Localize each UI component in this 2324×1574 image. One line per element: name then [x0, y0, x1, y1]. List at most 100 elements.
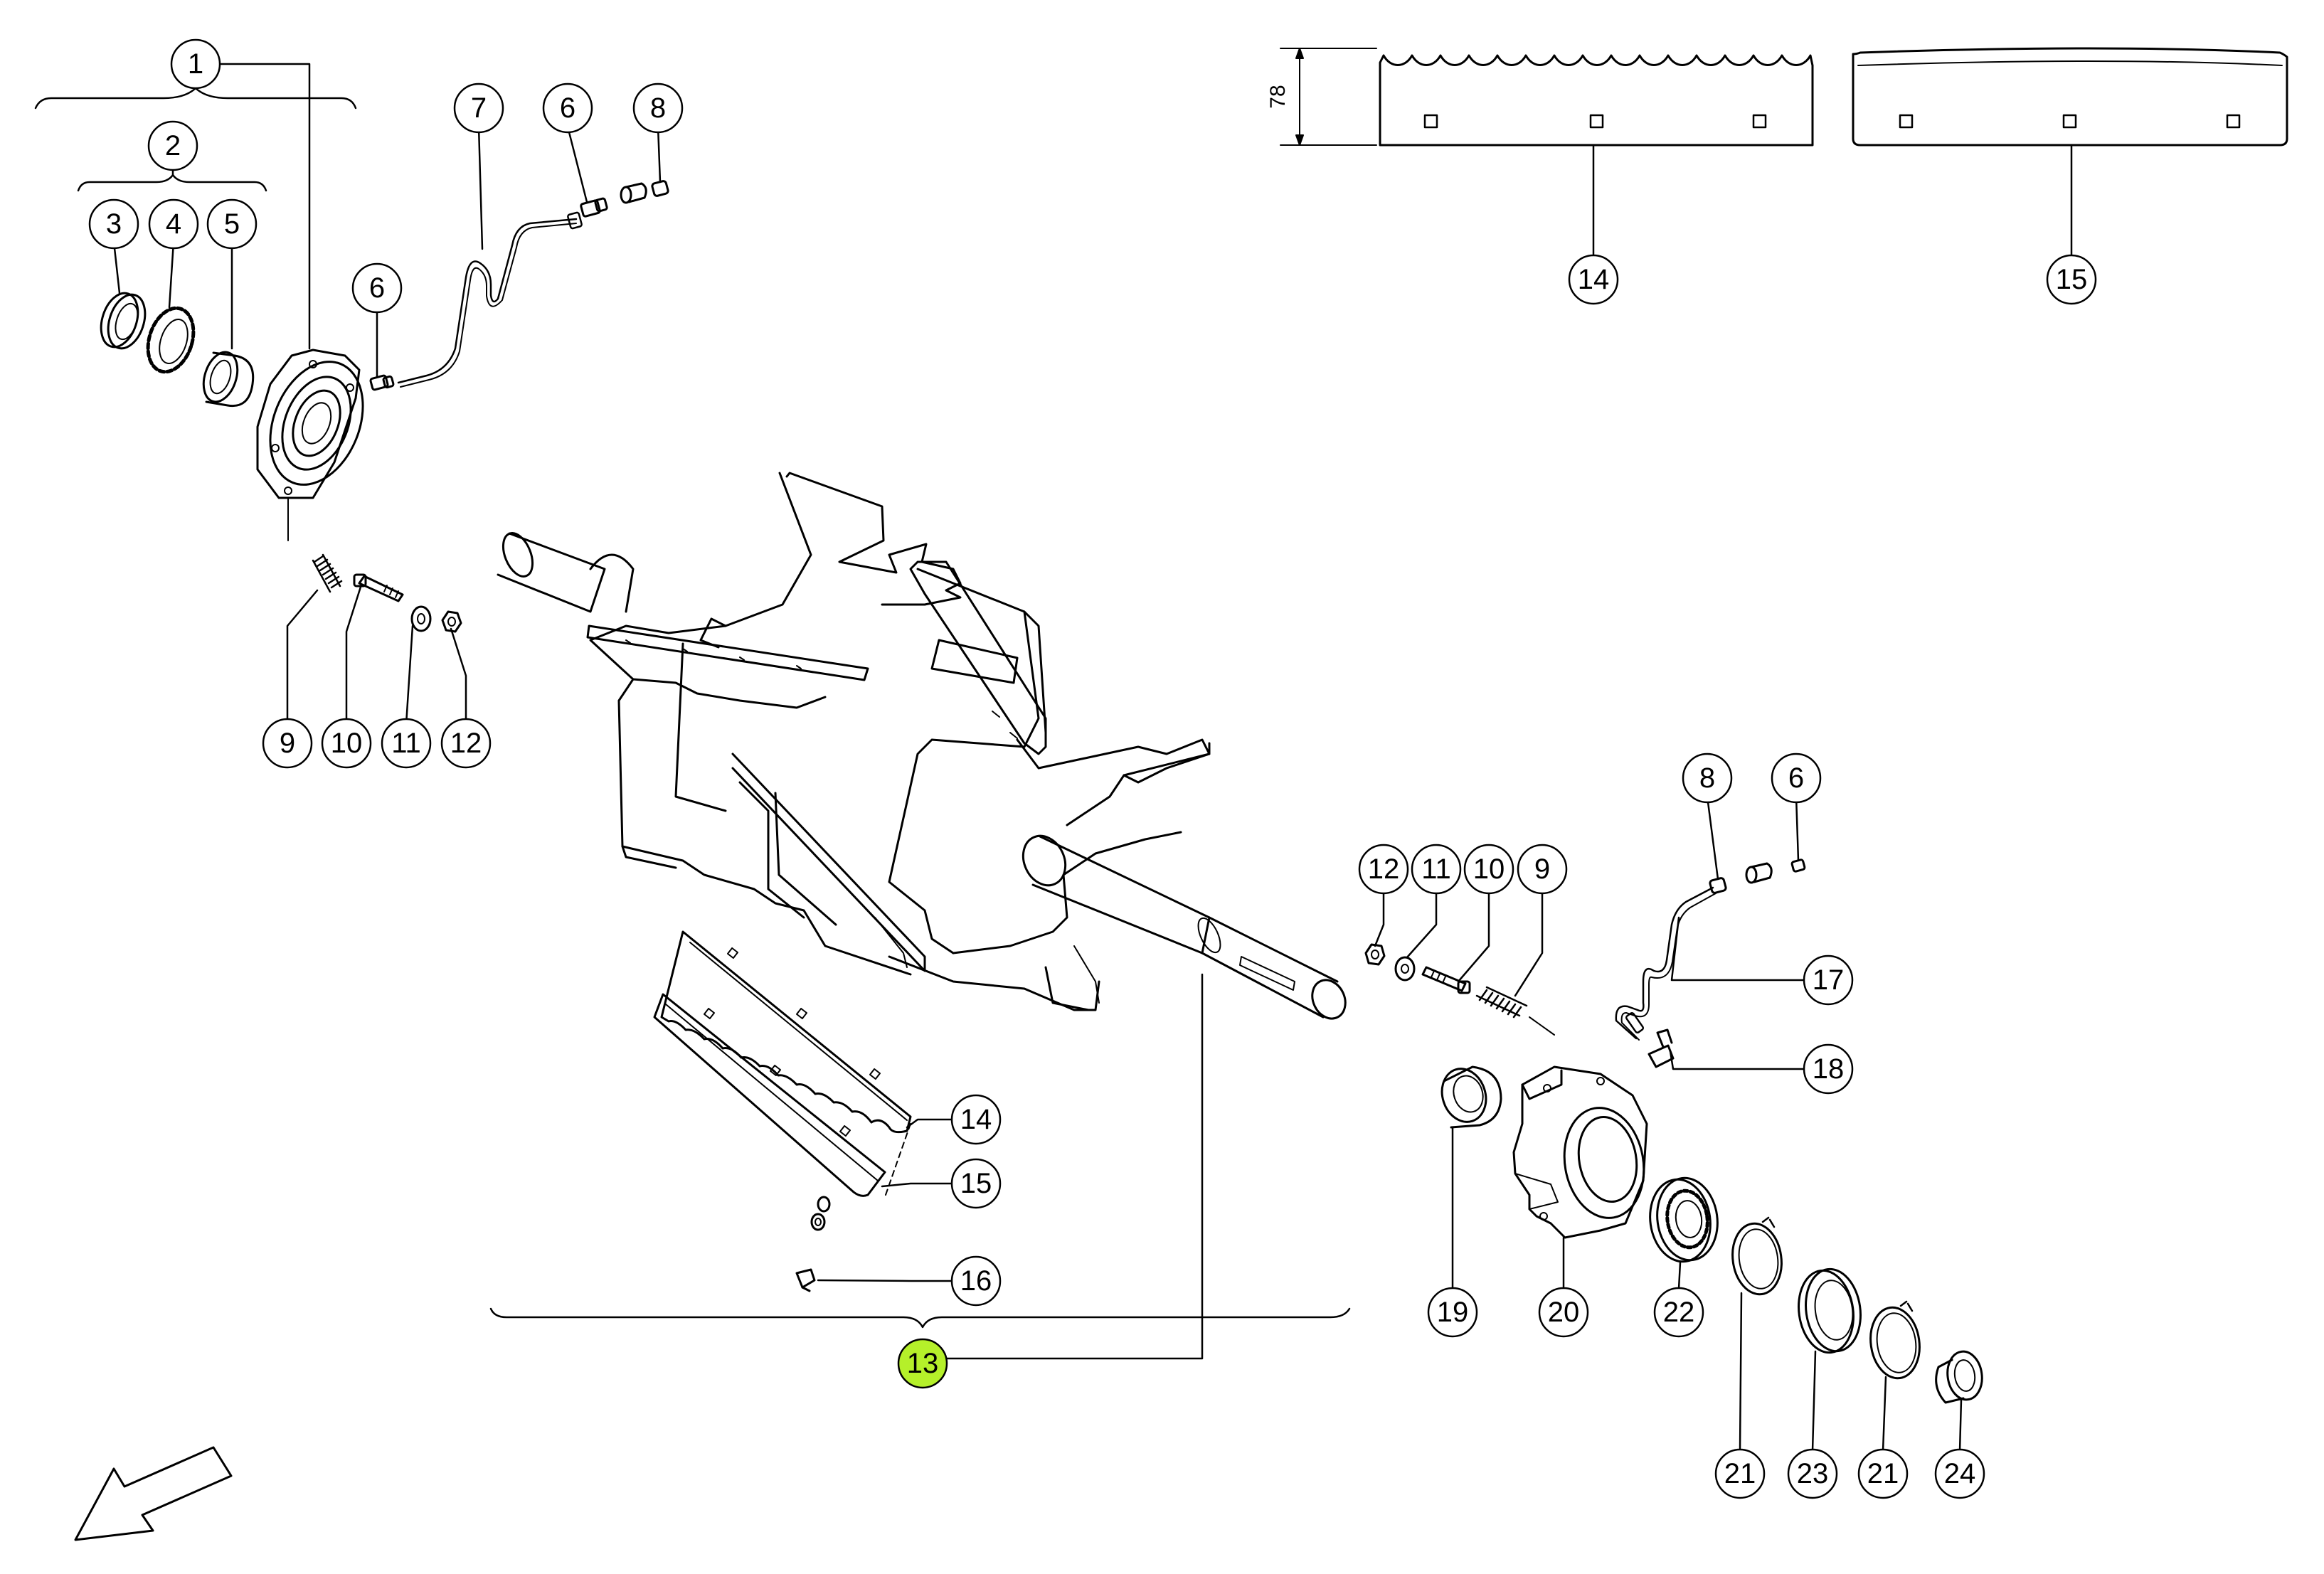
knife-holes — [703, 947, 881, 1137]
callout-11-right-label: 11 — [1421, 854, 1451, 885]
adapter-top — [620, 182, 647, 204]
callout-17[interactable] — [1803, 954, 1854, 1006]
callout-6-left[interactable] — [351, 262, 403, 314]
callout-11-left-label: 11 — [391, 728, 421, 759]
callout-21-right-label: 21 — [1867, 1458, 1899, 1489]
callout-2[interactable] — [147, 120, 198, 171]
callout-4-label: 4 — [166, 208, 181, 240]
callout-9-left[interactable] — [262, 718, 313, 769]
dimension-78: 78 — [1266, 48, 1377, 146]
grease-fitting-6-top — [580, 197, 608, 218]
spring-axis-line — [1529, 1016, 1555, 1036]
callout-6-left-label: 6 — [369, 272, 385, 304]
callout-14-rotor[interactable] — [950, 1094, 1002, 1145]
callout-5-label: 5 — [224, 208, 240, 240]
nut-ring-3 — [100, 292, 147, 350]
grease-nipple-8-top — [651, 180, 669, 197]
callout-8-right[interactable] — [1682, 753, 1733, 804]
group-bracket-13 — [489, 1307, 1351, 1329]
nut-12-right — [1364, 943, 1386, 966]
grease-line-7 — [397, 211, 583, 388]
grease-nipple-8-right — [1709, 877, 1727, 894]
callout-23-label: 23 — [1797, 1458, 1829, 1489]
bolt-16 — [795, 1196, 831, 1292]
grease-line-17 — [1615, 886, 1717, 1041]
callout-21-left-label: 21 — [1724, 1458, 1756, 1489]
callout-24[interactable] — [1934, 1448, 1985, 1499]
callout-15-rotor[interactable] — [950, 1158, 1002, 1209]
callout-20-label: 20 — [1548, 1297, 1580, 1328]
callout-11-left[interactable] — [381, 718, 432, 769]
callout-14-top[interactable] — [1568, 254, 1619, 305]
callout-7-label: 7 — [471, 92, 487, 124]
callout-12-right-label: 12 — [1368, 854, 1400, 885]
callout-14-rotor-label: 14 — [960, 1104, 992, 1135]
group-brackets-1-2 — [34, 75, 357, 192]
callout-16[interactable] — [950, 1255, 1002, 1307]
callout-6-right[interactable] — [1771, 753, 1822, 804]
bushing-24 — [1935, 1350, 1983, 1404]
callout-10-right[interactable] — [1463, 844, 1514, 895]
callout-11-right[interactable] — [1411, 844, 1462, 895]
callout-12-left[interactable] — [440, 718, 492, 769]
callout-9-left-label: 9 — [280, 728, 295, 759]
callout-10-left-label: 10 — [331, 728, 363, 759]
bearing-housing-1 — [256, 349, 364, 499]
nut-12-left — [441, 610, 462, 633]
bearing-22 — [1649, 1176, 1719, 1263]
callout-23[interactable] — [1787, 1448, 1838, 1499]
leader-lines — [112, 63, 2073, 1452]
callout-9-right-label: 9 — [1534, 854, 1550, 885]
callout-18[interactable] — [1803, 1043, 1854, 1095]
spring-9-left — [312, 553, 343, 593]
callout-13[interactable] — [897, 1338, 948, 1389]
callout-5[interactable] — [206, 198, 258, 250]
bearing-housing-20 — [1512, 1065, 1648, 1239]
knife-15-detail — [1852, 47, 2288, 147]
callout-7[interactable] — [453, 83, 504, 134]
callout-18-label: 18 — [1813, 1053, 1845, 1085]
callout-22[interactable] — [1653, 1287, 1704, 1338]
direction-arrow-icon — [74, 1446, 233, 1541]
callout-17-label: 17 — [1813, 964, 1845, 996]
callout-19-label: 19 — [1437, 1297, 1469, 1328]
callout-3[interactable] — [88, 198, 139, 250]
callout-10-right-label: 10 — [1473, 854, 1505, 885]
bolt-10-right — [1421, 966, 1471, 994]
callout-10-left[interactable] — [321, 718, 372, 769]
callout-19[interactable] — [1427, 1287, 1478, 1338]
callout-6-top-label: 6 — [560, 92, 575, 124]
callout-14-top-label: 14 — [1578, 264, 1610, 295]
callout-6-top[interactable] — [542, 83, 593, 134]
callout-8-top[interactable] — [632, 83, 684, 134]
grease-fitting-6-left — [369, 374, 395, 391]
knife-dash-line — [885, 1123, 911, 1196]
rotor-drum-13 — [497, 472, 1347, 1020]
spring-9-right — [1475, 986, 1528, 1019]
seal-19 — [1440, 1065, 1502, 1129]
dimension-label: 78 — [1266, 85, 1290, 108]
callout-15-top-label: 15 — [2056, 264, 2088, 295]
callout-9-right[interactable] — [1517, 844, 1568, 895]
callout-24-label: 24 — [1944, 1458, 1976, 1489]
callout-20[interactable] — [1538, 1287, 1589, 1338]
circlip-21-left — [1731, 1216, 1783, 1296]
callout-8-top-label: 8 — [650, 92, 666, 124]
seal-ring-23 — [1798, 1267, 1862, 1354]
callout-4[interactable] — [148, 198, 199, 250]
callout-16-label: 16 — [960, 1265, 992, 1297]
callout-15-top[interactable] — [2046, 254, 2097, 305]
callout-12-right[interactable] — [1358, 844, 1409, 895]
callout-12-left-label: 12 — [450, 728, 482, 759]
callout-6-right-label: 6 — [1788, 762, 1804, 794]
knife-14-rotor — [660, 930, 912, 1134]
lock-washer-4 — [146, 306, 196, 374]
callout-22-label: 22 — [1663, 1297, 1695, 1328]
circlip-21-right — [1869, 1300, 1921, 1380]
callout-21-right[interactable] — [1857, 1448, 1909, 1499]
callout-2-label: 2 — [165, 130, 181, 161]
callout-1[interactable] — [170, 38, 221, 90]
callout-21-left[interactable] — [1714, 1448, 1766, 1499]
callout-1-label: 1 — [188, 48, 203, 80]
